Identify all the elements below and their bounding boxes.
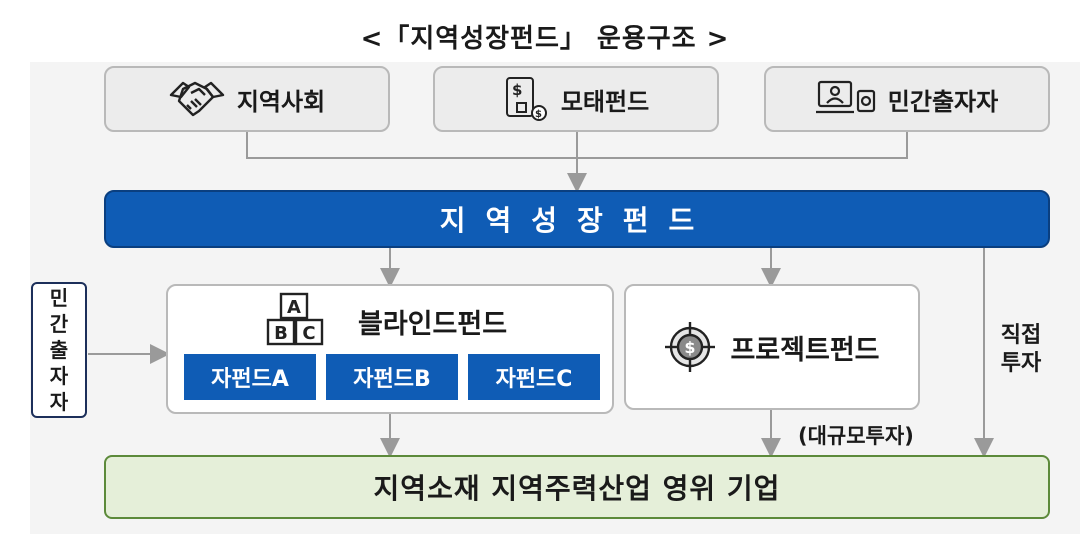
sub-fund-c: 자펀드C xyxy=(468,354,600,400)
side-char: 민 xyxy=(49,286,69,310)
regional-growth-fund-bar: 지역성장펀드 xyxy=(104,190,1050,248)
direct-investment-line: 직접 xyxy=(1000,323,1042,348)
svg-text:$: $ xyxy=(512,81,522,99)
source-label: 모태펀드 xyxy=(560,87,650,116)
project-fund-label: 프로젝트펀드 xyxy=(730,334,880,366)
block-letter: B xyxy=(274,323,288,344)
block-letter: C xyxy=(302,323,315,344)
blind-fund-box: A B C 블라인드펀드 자펀드A 자펀드B 자펀드C xyxy=(166,284,614,414)
sub-fund-a: 자펀드A xyxy=(184,354,316,400)
fund-document-icon: $ $ xyxy=(505,77,547,121)
private-investor-side-box: 민 간 출 자 자 xyxy=(31,282,87,418)
target-companies-bar: 지역소재 지역주력산업 영위 기업 xyxy=(104,455,1050,519)
block-letter: A xyxy=(287,297,301,318)
side-char: 출 xyxy=(49,338,69,362)
large-scale-investment-label: (대규모투자) xyxy=(798,424,914,448)
sub-fund-b: 자펀드B xyxy=(326,354,458,400)
svg-text:$: $ xyxy=(535,109,542,120)
side-char: 간 xyxy=(49,312,69,336)
direct-investment-label: 직접 투자 xyxy=(996,322,1046,378)
source-local-community: 지역사회 xyxy=(104,66,390,132)
source-private-investor: 민간출자자 xyxy=(764,66,1050,132)
target-dollar-icon: $ xyxy=(665,322,716,372)
side-char: 자 xyxy=(49,390,69,414)
source-mother-fund: $ $ 모태펀드 xyxy=(433,66,719,132)
source-label: 민간출자자 xyxy=(887,87,999,116)
project-fund-box: $ 프로젝트펀드 xyxy=(624,284,920,410)
blind-fund-label: 블라인드펀드 xyxy=(358,309,508,340)
abc-blocks-icon: A B C xyxy=(266,292,324,346)
handshake-icon xyxy=(169,81,225,117)
diagram-title: <「지역성장펀드」 운용구조 > xyxy=(360,24,730,54)
direct-investment-line: 투자 xyxy=(1000,351,1042,376)
side-char: 자 xyxy=(49,364,69,388)
computer-investor-icon xyxy=(815,80,875,114)
source-label: 지역사회 xyxy=(236,87,326,116)
svg-text:$: $ xyxy=(685,338,696,357)
